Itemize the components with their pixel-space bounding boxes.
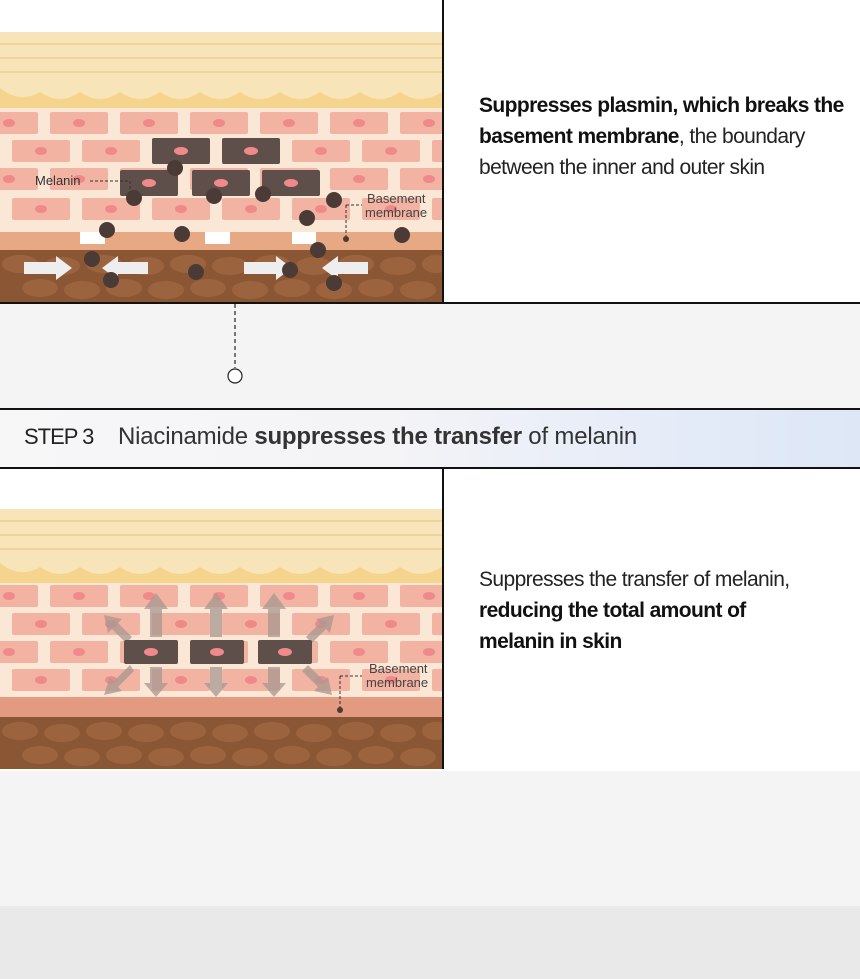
melanin-label: Melanin: [35, 173, 81, 188]
cell-nucleus: [385, 147, 397, 155]
basement-callout: Basement membrane: [343, 191, 427, 242]
cell-nucleus: [35, 205, 47, 213]
cell-nucleus: [213, 119, 225, 127]
cell-nucleus: [35, 676, 47, 684]
cell-nucleus: [3, 592, 15, 600]
cell-nucleus: [315, 147, 327, 155]
step-text-pre: Niacinamide: [118, 423, 255, 450]
cell-nucleus: [175, 676, 187, 684]
cell-nucleus: [143, 119, 155, 127]
cell-nucleus: [35, 147, 47, 155]
melanocytes: [124, 640, 312, 664]
melanin-dots: [84, 160, 410, 291]
connector-area: [0, 304, 860, 408]
cell-nucleus: [423, 648, 435, 656]
melanin-callout: Melanin: [35, 173, 131, 192]
cell-nucleus: [283, 592, 295, 600]
cell-nucleus: [423, 592, 435, 600]
cell-nucleus: [73, 119, 85, 127]
plasmin-arrows: [24, 256, 368, 280]
cell-nucleus: [105, 147, 117, 155]
step-text-bold: suppresses the transfer: [254, 423, 522, 450]
cell: [400, 585, 442, 607]
top-desc-rest2: , the boundary: [678, 125, 805, 148]
footer-band: [0, 906, 860, 979]
basement-label-line1: Basement: [367, 191, 426, 206]
step-label: STEP 3: [24, 424, 94, 449]
cell-nucleus: [105, 205, 117, 213]
cell-nucleus: [175, 205, 187, 213]
cell-nucleus: [3, 119, 15, 127]
cell-nucleus: [385, 676, 397, 684]
cell-nucleus: [353, 119, 365, 127]
cell-nucleus: [353, 592, 365, 600]
bottom-desc-bold1: reducing the total amount of: [479, 599, 746, 622]
basement-membrane: [0, 232, 442, 252]
bottom-description: Suppresses the transfer of melanin, redu…: [479, 564, 849, 657]
cell: [432, 613, 442, 635]
step-text-post: of melanin: [521, 423, 638, 450]
cell: [0, 641, 38, 663]
bottom-desc-line1: Suppresses the transfer of melanin,: [479, 568, 790, 591]
cell-nucleus: [3, 648, 15, 656]
stratum-corneum: [0, 32, 442, 112]
cell-nucleus: [353, 648, 365, 656]
cell-nucleus: [73, 648, 85, 656]
cell-nucleus: [143, 592, 155, 600]
blocked-transfer-arrows: [104, 593, 334, 697]
cell-nucleus: [73, 592, 85, 600]
top-divider: [442, 0, 444, 302]
top-desc-line3: between the inner and outer skin: [479, 156, 765, 179]
cell: [432, 198, 442, 220]
cell-nucleus: [73, 175, 85, 183]
cell: [400, 641, 442, 663]
bottom-divider: [442, 469, 444, 769]
cell-nucleus: [315, 205, 327, 213]
top-description: Suppresses plasmin, which breaks the bas…: [479, 90, 849, 183]
cell: [432, 669, 442, 691]
cell-nucleus: [3, 175, 15, 183]
cell-nucleus: [385, 205, 397, 213]
cell: [400, 168, 442, 190]
stratum-corneum: [0, 509, 442, 587]
basement-label-line2: membrane: [365, 205, 427, 220]
step-title: Niacinamide suppresses the transfer of m…: [118, 423, 637, 451]
cell-nucleus: [423, 119, 435, 127]
cell-nucleus: [245, 620, 257, 628]
cell-nucleus: [245, 676, 257, 684]
basement-callout: Basement membrane: [337, 661, 428, 713]
cell: [432, 140, 442, 162]
top-desc-bold2: basement membrane: [479, 125, 679, 148]
cell-nucleus: [283, 119, 295, 127]
footer-area: [0, 771, 860, 906]
basement-label-line2: membrane: [366, 675, 428, 690]
cell-nucleus: [35, 620, 47, 628]
skin-illustration-transfer: Basement membrane: [0, 509, 442, 769]
basement-label-line1: Basement: [369, 661, 428, 676]
skin-illustration-plasmin: Melanin Basement membrane: [0, 32, 442, 302]
bottom-desc-bold2: melanin in skin: [479, 630, 622, 653]
cell-nucleus: [353, 175, 365, 183]
cell-nucleus: [385, 620, 397, 628]
cell: [0, 112, 38, 134]
cell-nucleus: [245, 205, 257, 213]
cell-nucleus: [175, 620, 187, 628]
top-desc-bold1: Suppresses plasmin, which breaks the: [479, 94, 844, 117]
cell: [400, 112, 442, 134]
connector-line: [227, 304, 243, 384]
cell: [0, 585, 38, 607]
dermis: [0, 717, 442, 769]
basement-membrane: [0, 697, 442, 719]
dermis: [0, 250, 442, 302]
melanocytes: [120, 138, 320, 196]
cell: [0, 168, 38, 190]
step-bar: STEP 3 Niacinamide suppresses the transf…: [0, 408, 860, 469]
cell-nucleus: [423, 175, 435, 183]
